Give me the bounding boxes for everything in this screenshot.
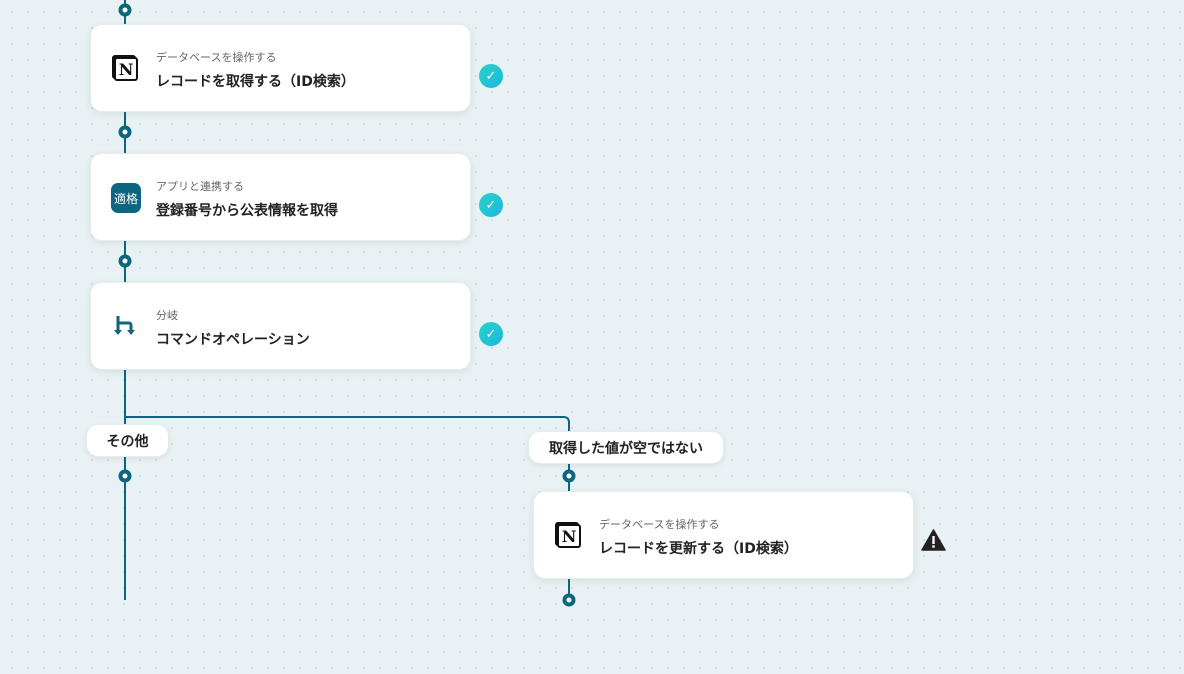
step-card-update-record[interactable]: N データベースを操作する レコードを更新する（ID検索）	[533, 491, 914, 579]
branch-line	[125, 416, 564, 418]
step-subtitle: アプリと連携する	[156, 180, 244, 193]
step-title: レコードを更新する（ID検索）	[599, 541, 798, 557]
add-step-node[interactable]	[562, 469, 576, 483]
step-title: コマンドオペレーション	[156, 332, 310, 348]
branch-line-corner	[560, 416, 570, 426]
step-card-branch[interactable]: 分岐 コマンドオペレーション	[90, 282, 471, 370]
step-card-fetch-public-info[interactable]: 適格 アプリと連携する 登録番号から公表情報を取得	[90, 153, 471, 241]
step-subtitle: データベースを操作する	[156, 51, 277, 64]
add-step-node[interactable]	[118, 469, 132, 483]
notion-icon: N	[554, 521, 584, 551]
add-step-node[interactable]	[118, 3, 132, 17]
app-icon: 適格	[111, 183, 141, 213]
check-icon: ✓	[479, 322, 503, 346]
check-icon: ✓	[479, 193, 503, 217]
branch-label-not-empty[interactable]: 取得した値が空ではない	[528, 431, 724, 464]
step-subtitle: 分岐	[156, 309, 178, 322]
step-title: レコードを取得する（ID検索）	[156, 74, 355, 90]
step-title: 登録番号から公表情報を取得	[156, 203, 338, 219]
add-step-node[interactable]	[562, 593, 576, 607]
add-step-node[interactable]	[118, 254, 132, 268]
check-icon: ✓	[479, 64, 503, 88]
notion-icon: N	[111, 54, 141, 84]
add-step-node[interactable]	[118, 125, 132, 139]
branch-label-other[interactable]: その他	[86, 424, 169, 457]
step-card-get-record[interactable]: N データベースを操作する レコードを取得する（ID検索）	[90, 24, 471, 112]
step-subtitle: データベースを操作する	[599, 518, 720, 531]
branch-icon	[111, 312, 141, 342]
warning-icon	[921, 529, 946, 555]
